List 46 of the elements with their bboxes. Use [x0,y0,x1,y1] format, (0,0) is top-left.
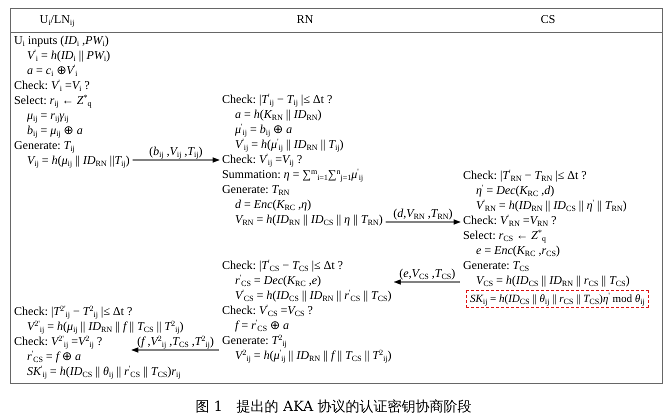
column-header: CS [540,12,556,27]
protocol-step: Generate: T$_{CS}$ [463,258,530,273]
protocol-step: V$^{2'}$$_{ij}$ = h(μ$_{ij}$ || ID$_{RN}$ || f || T$_{CS}$ || T$^{2}$$_{ij}$) [27,319,184,334]
protocol-step: Check: V$^{'}$$_{RN}$ =V$_{RN}$ ? [463,213,556,228]
protocol-step: b$_{ij}$ = μ$_{ij}$ ⊕ a [27,123,83,138]
protocol-step: V$^{'}$$_{i}$ = h(ID$_{i}$ || PW$_{i}$) [27,48,110,63]
protocol-step: V$^{'}$$_{ij}$ = h(μ$^{'}$$_{ij}$ || ID$_{RN}$ || T$_{ij}$) [235,137,344,152]
protocol-step: U$_{i}$ inputs (ID$_{i}$ ,PW$_{i}$) [14,33,109,48]
protocol-step: f = r$^{'}$$_{CS}$ ⊕ a [235,318,290,333]
column-header: U$_{i}$/LN$_{ij}$ [40,12,74,27]
protocol-step: V$^{2}$$_{ij}$ = h(μ$^{'}$$_{ij}$ || ID$_{RN}$ || f || T$_{CS}$ || T$^{2}$$_{ij}$) [235,348,392,363]
edge-label: (d,V$_{RN}$ ,T$_{RN}$) [393,206,452,220]
protocol-step: e = Enc(K$_{RC}$ ,r$_{CS}$) [476,243,560,258]
protocol-step: Check: |T$^{'}$$_{ij}$ − T$_{ij}$ |≤ Δt ? [222,92,332,107]
protocol-step: μ$_{ij}$ = r$_{ij}$γ$_{ij}$ [27,108,69,123]
protocol-step: Check: V$^{2'}$$_{ij}$ =V$^{2}$$_{ij}$ ? [14,334,102,349]
highlighted-formula: SK$_{ij}$ = h(ID$_{CS}$ || θ$_{ij}$ || r$_{CS}$ || T$_{CS}$)η$^{'}$ mod θ$_{ij}$ [466,290,649,308]
message-arrow [394,279,460,285]
protocol-step: Check: V$^{'}$$_{ij}$ =V$_{ij}$ ? [222,152,302,167]
protocol-step: Check: |T$^{'}$$_{CS}$ − T$_{CS}$ |≤ Δt ? [222,258,343,273]
protocol-step: Check: V$^{'}$$_{i}$ =V$_{i}$ ? [14,78,90,93]
protocol-step: V$_{CS}$ = h(ID$_{CS}$ || ID$_{RN}$ || r$_{CS}$ || T$_{CS}$) [476,273,630,288]
column-header: RN [296,12,314,27]
protocol-step: d = Enc(K$_{RC}$ ,η) [235,197,312,212]
message-arrow [132,157,220,163]
protocol-step: V$^{'}$$_{CS}$ = h(ID$_{CS}$ || ID$_{RN}$ || r$^{'}$$_{CS}$ || T$_{CS}$) [235,288,392,303]
message-arrow [131,347,220,353]
protocol-step: r$^{'}$$_{CS}$ = f ⊕ a [27,349,82,364]
figure-caption: 图 1 提出的 AKA 协议的认证密钥协商阶段 [195,398,472,417]
protocol-step: V$_{RN}$ = h(ID$_{RN}$ || ID$_{CS}$ || η || T$_{RN}$) [235,212,383,227]
protocol-step: r$^{'}$$_{CS}$ = Dec(K$_{RC}$ ,e) [235,273,322,288]
protocol-step: V$_{ij}$ = h(μ$_{ij}$ || ID$_{RN}$ ||T$_{ij}$) [27,153,130,168]
protocol-step: Check: |T$^{2'}$$_{ij}$ − T$^{2}$$_{ij}$ |≤ Δt ? [14,304,132,319]
protocol-step: Check: V$^{'}$$_{CS}$ =V$_{CS}$ ? [222,303,313,318]
protocol-step: Check: |T$^{'}$$_{RN}$ − T$_{RN}$ |≤ Δt ? [463,168,587,183]
edge-label: (b$_{ij}$ ,V$_{ij}$ ,T$_{ij}$) [149,144,202,158]
protocol-step: SK$^{'}$$_{ij}$ = h(ID$_{CS}$ || θ$_{ij}$ || r$^{'}$$_{CS}$ || T$_{CS}$)r$_{ij}$ [27,364,180,379]
protocol-step: a = h(K$_{RN}$ || ID$_{RN}$) [235,107,322,122]
protocol-step: μ$^{'}$$_{ij}$ = b$_{ij}$ ⊕ a [235,122,292,137]
protocol-step: V$^{'}$$_{RN}$ = h(ID$_{RN}$ || ID$_{CS}$ || η$^{'}$ || T$_{RN}$) [476,198,627,213]
edge-label: (e,V$_{CS}$ ,T$_{CS}$) [399,266,456,280]
protocol-step: Generate: T$_{RN}$ [222,182,290,197]
message-arrow [385,219,461,225]
protocol-step: Generate: T$_{ij}$ [14,138,75,153]
edge-label: (f ,V$^{2}$$_{ij}$ ,T$_{CS}$ ,T$^{2}$$_{ij}$) [137,334,214,348]
protocol-step: η$^{'}$ = Dec(K$_{RC}$ ,d) [476,183,554,198]
